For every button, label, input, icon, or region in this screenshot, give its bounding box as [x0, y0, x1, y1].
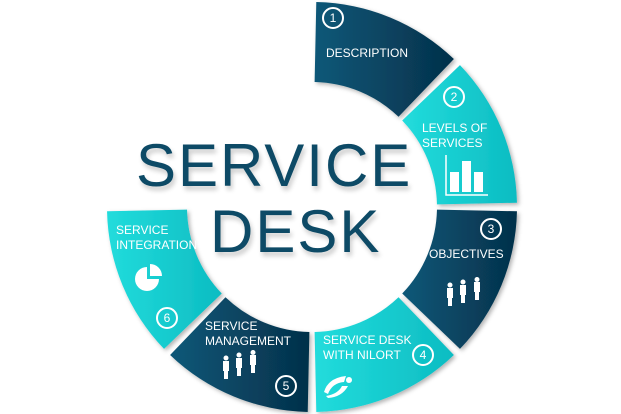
- segment-label-management-line2: MANAGEMENT: [205, 334, 292, 348]
- nilort-logo-icon: [324, 376, 352, 398]
- segment-label-description: DESCRIPTION: [326, 46, 409, 60]
- segment-6: [107, 209, 222, 349]
- segment-label-objectives: OBJECTIVES: [429, 247, 504, 261]
- people-icon: [223, 350, 256, 379]
- segment-label-nilort-line1: SERVICE DESK: [323, 333, 412, 347]
- segment-label-integration-line1: SERVICE: [116, 223, 169, 237]
- segment-label-nilort-line2: WITH NILORT: [323, 348, 401, 362]
- title-line1: SERVICE: [136, 132, 413, 199]
- segment-label-levels-line1: LEVELS OF: [422, 121, 488, 135]
- segment-label-integration-line2: INTEGRATION: [116, 238, 198, 252]
- bar-chart-icon: [445, 155, 488, 196]
- segment-1: [314, 2, 454, 117]
- step-number-4: 4: [412, 344, 434, 366]
- step-number-6: 6: [156, 307, 178, 329]
- step-number-5: 5: [275, 375, 297, 397]
- segment-label-levels-line2: SERVICES: [422, 136, 483, 150]
- segment-3: [402, 209, 517, 349]
- segment-4: [314, 297, 454, 412]
- title-line2: DESK: [210, 198, 382, 265]
- step-number-3: 3: [480, 218, 502, 240]
- step-number-2: 2: [443, 86, 465, 108]
- step-number-1: 1: [322, 7, 344, 29]
- segment-2: [402, 65, 517, 205]
- people-icon: [447, 277, 480, 306]
- pie-chart-icon: [135, 264, 162, 291]
- segment-label-management-line1: SERVICE: [205, 319, 258, 333]
